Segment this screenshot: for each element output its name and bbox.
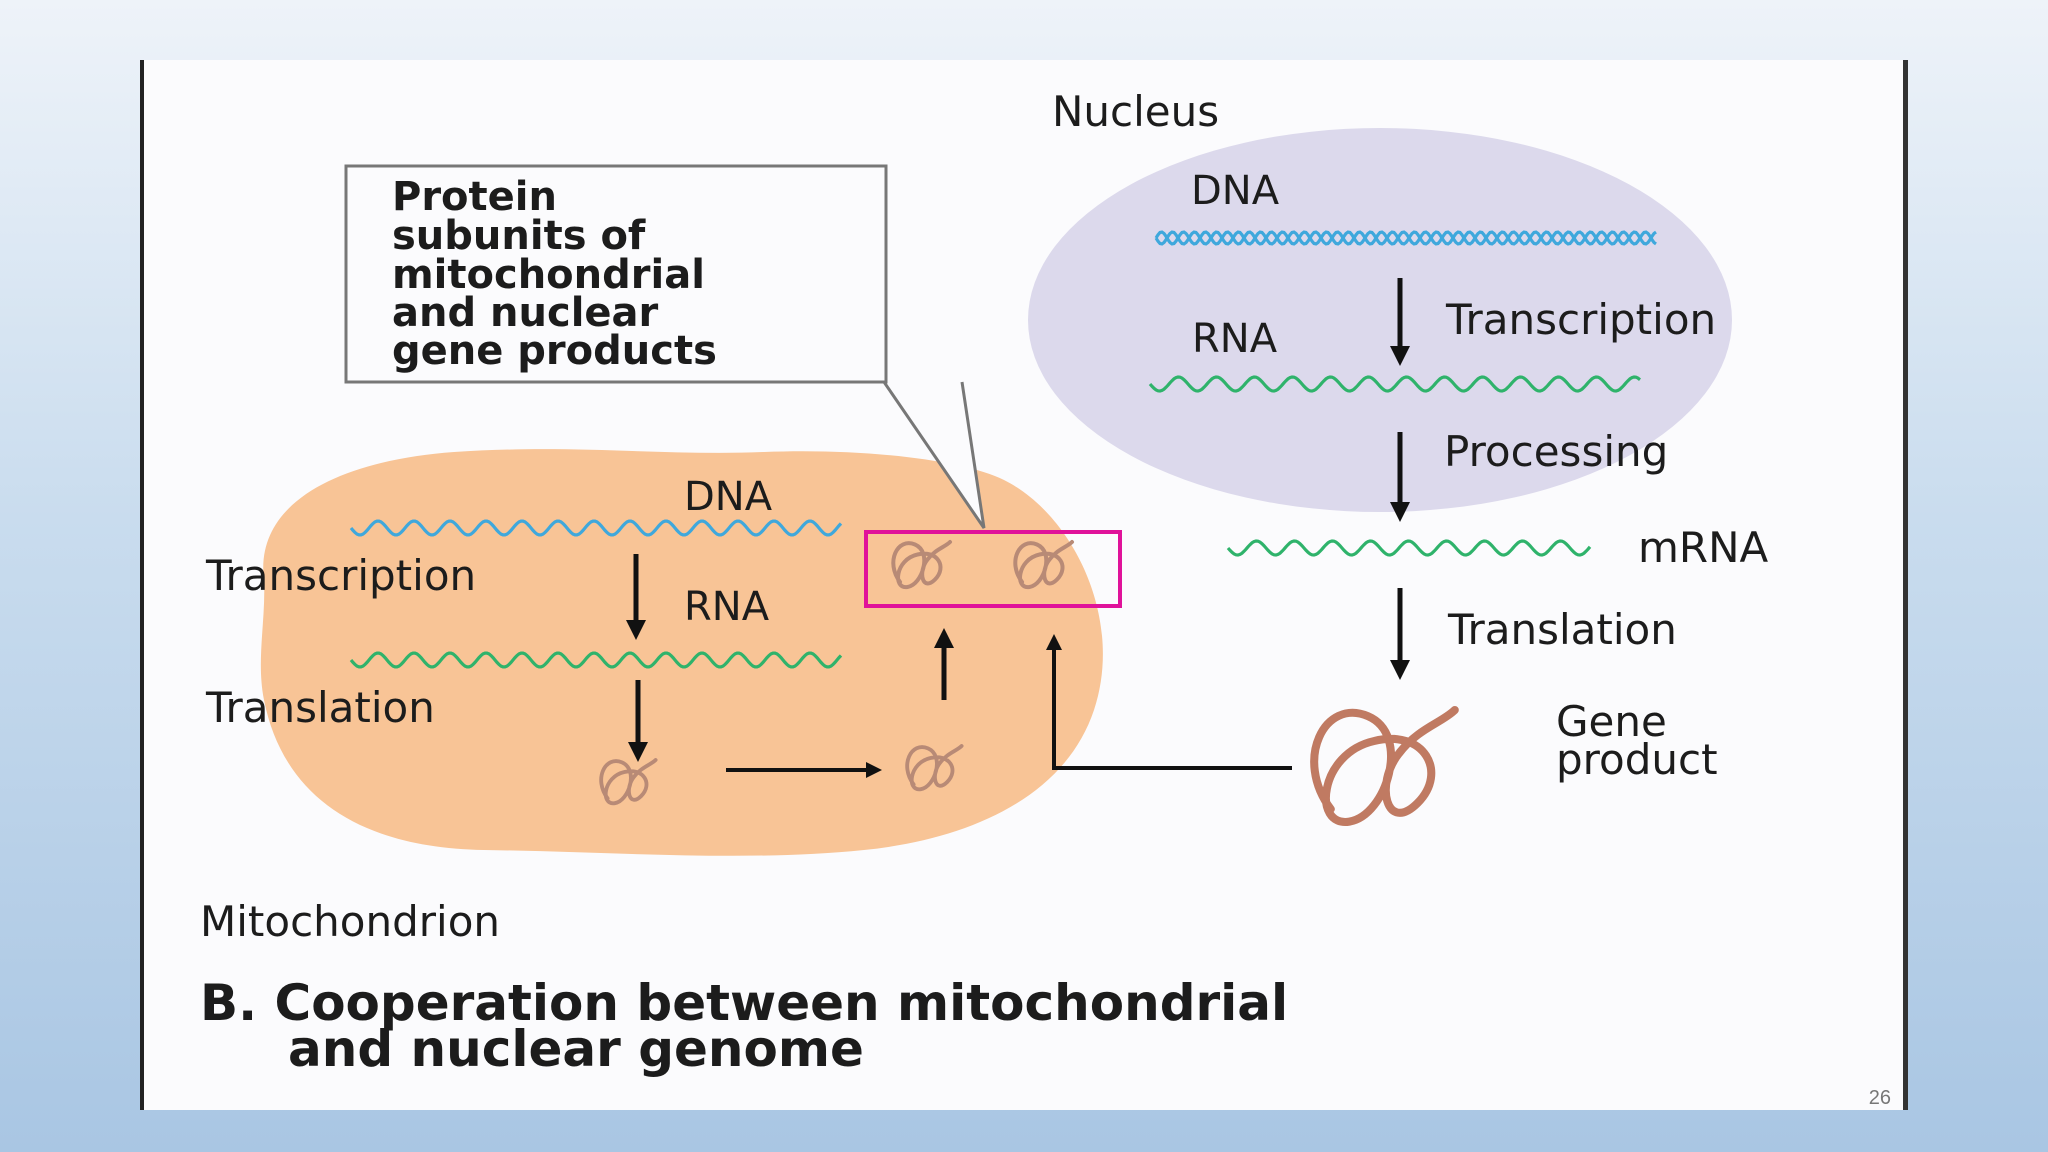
mrna-label: mRNA [1638, 523, 1769, 572]
mitochondrion-title: Mitochondrion [200, 897, 500, 946]
gene-product-label-2: product [1556, 735, 1718, 784]
nucleus-dna-label: DNA [1191, 168, 1280, 214]
nucleus-dna-strand [1154, 230, 1657, 246]
mito-dna-label: DNA [684, 474, 773, 520]
callout-line-5: gene products [392, 328, 717, 374]
mito-dna-strand [349, 519, 843, 537]
nucleus-dna-strand-2 [1154, 230, 1657, 246]
callout-pointer [882, 381, 986, 529]
mitochondrion-shape [260, 449, 1103, 856]
callout-line-1: Protein [392, 174, 557, 220]
callout-line-2: subunits of [392, 213, 646, 259]
mito-rna-label: RNA [684, 584, 770, 630]
slide: Nucleus DNA Transcription RNA Processing… [140, 60, 1908, 1110]
nucleus-shape [1028, 128, 1732, 512]
gene-product-label-1: Gene [1556, 697, 1667, 746]
callout-line-3: mitochondrial [392, 252, 705, 298]
mito-rna-strand [349, 651, 843, 669]
nucleus-rna-strand [1148, 375, 1641, 393]
nucleus-title: Nucleus [1052, 87, 1219, 136]
nucleus-transcription-label: Transcription [1445, 295, 1716, 344]
cooperation-diagram: Nucleus DNA Transcription RNA Processing… [200, 87, 1769, 1078]
nucleus-rna-label: RNA [1192, 316, 1278, 362]
mrna-strand [1226, 539, 1592, 557]
caption-line-1: B. Cooperation between mitochondrial [200, 974, 1288, 1032]
nucleus-translation-label: Translation [1447, 605, 1677, 654]
mito-transcription-label: Transcription [205, 551, 476, 600]
gene-product-protein-icon [1310, 705, 1459, 826]
nucleus-processing-label: Processing [1444, 427, 1668, 476]
page-number: 26 [1868, 1087, 1891, 1109]
callout-box [344, 164, 888, 384]
caption-line-2: and nuclear genome [288, 1020, 864, 1078]
mito-translation-label: Translation [205, 683, 435, 732]
callout-line-4: and nuclear [392, 290, 659, 336]
nuclear-to-complex-arrow [1046, 634, 1292, 770]
protein-complex-highlight-box [864, 530, 1122, 608]
